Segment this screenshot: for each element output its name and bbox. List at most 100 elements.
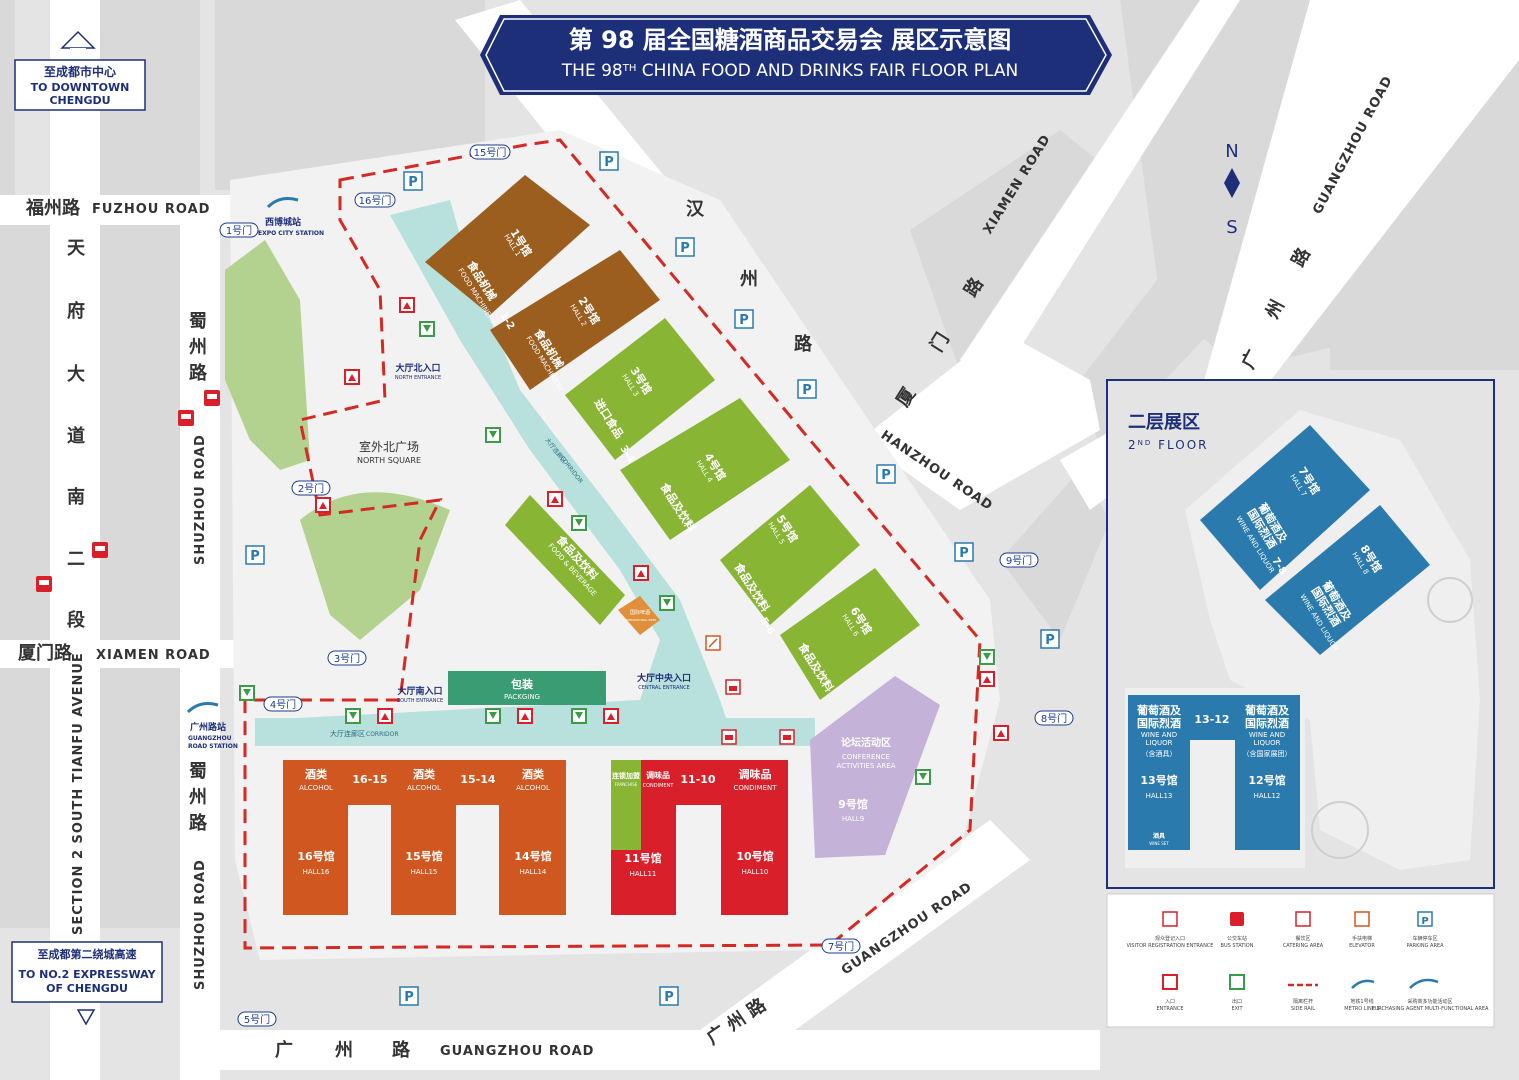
expo-city-station[interactable]: 西博城站 EXPO CITY STATION <box>258 197 324 237</box>
svg-text:观众登记入口: 观众登记入口 <box>1155 935 1185 942</box>
link-15-14[interactable]: 15-14 <box>456 760 499 805</box>
parking-markers: P P P P P P P P P P P <box>245 151 1060 1006</box>
entrance-icon[interactable] <box>344 369 360 385</box>
gate-2[interactable]: 2号门 <box>291 480 331 496</box>
exit-icon[interactable] <box>485 427 501 443</box>
exit-icon[interactable] <box>485 708 501 724</box>
bus-icon[interactable] <box>178 410 194 426</box>
parking-icon[interactable]: P <box>797 379 817 399</box>
entrance-icon[interactable] <box>979 671 995 687</box>
exit-icon[interactable] <box>659 595 675 611</box>
roundabout-outline <box>1427 577 1473 623</box>
hall-15[interactable]: 酒类 ALCOHOL 15号馆 HALL15 <box>391 760 456 915</box>
link-11-10[interactable]: 11-10 <box>676 760 721 805</box>
guangzhou-road-station[interactable]: 广州路站 GUANGZHOU ROAD STATION <box>186 702 238 750</box>
hall-14[interactable]: 酒类 ALCOHOL 14号馆 HALL14 <box>499 760 566 915</box>
hall-8[interactable]: 8号馆 HALL 8 葡萄酒及 国际烈酒 WINE AND LIQUOR <box>1265 505 1430 655</box>
svg-text:CATERING AREA: CATERING AREA <box>1283 943 1324 949</box>
entrance-icon[interactable] <box>993 725 1009 741</box>
entrance-icon[interactable] <box>315 497 331 513</box>
svg-text:府: 府 <box>67 300 85 322</box>
exit-icon[interactable] <box>419 321 435 337</box>
entrance-icon[interactable] <box>633 565 649 581</box>
parking-icon[interactable]: P <box>245 545 265 565</box>
exit-icon[interactable] <box>239 685 255 701</box>
exit-icon[interactable] <box>571 515 587 531</box>
svg-text:P: P <box>881 468 891 483</box>
svg-text:汉: 汉 <box>686 199 705 220</box>
svg-text:PURCHASING AGENT MULTI-FUNCTIO: PURCHASING AGENT MULTI-FUNCTIONAL AREA <box>1372 1006 1489 1012</box>
gate-9[interactable]: 9号门 <box>999 552 1039 568</box>
svg-text:13-12: 13-12 <box>1194 713 1229 726</box>
hall-6[interactable]: 6号馆 HALL 6 食品及饮料 <box>780 568 920 700</box>
parking-icon[interactable]: P <box>399 986 419 1006</box>
hall-11[interactable]: 调味品 CONDIMENT 11号馆 HALL11 <box>611 760 676 915</box>
second-floor-title-en: 2ND FLOOR <box>1128 438 1208 452</box>
parking-icon[interactable]: P <box>954 542 974 562</box>
exit-icon[interactable] <box>345 708 361 724</box>
second-floor-title-zh: 二层展区 <box>1128 412 1200 433</box>
entrance-icon[interactable] <box>517 708 533 724</box>
elevator-icon <box>1354 911 1370 927</box>
svg-text:15号馆: 15号馆 <box>405 849 442 863</box>
gate-7[interactable]: 7号门 <box>821 938 861 954</box>
gate-1[interactable]: 1号门 <box>219 222 259 238</box>
expressway-zh: 至成都第二绕城高速 <box>38 947 137 961</box>
catering-icon <box>1295 911 1311 927</box>
hall-2[interactable]: 2号馆 HALL 2 食品机械 FOOD MACHINERY <box>490 250 660 394</box>
parking-icon[interactable]: P <box>599 151 619 171</box>
svg-text:地铁1号线: 地铁1号线 <box>1350 998 1373 1005</box>
parking-icon[interactable]: P <box>675 237 695 257</box>
hall-12[interactable]: 葡萄酒及 国际烈酒 WINE AND LIQUOR （含国家展团） 12号馆 H… <box>1235 695 1300 850</box>
hall-4[interactable]: 4号馆 HALL 4 食品及饮料 <box>620 398 790 540</box>
metro-icon <box>1351 979 1375 989</box>
entrance-icon[interactable] <box>603 708 619 724</box>
svg-text:葡萄酒及: 葡萄酒及 <box>1136 703 1182 717</box>
svg-text:15-14: 15-14 <box>460 773 496 786</box>
catering-icon[interactable] <box>725 679 741 695</box>
exit-icon[interactable] <box>979 649 995 665</box>
svg-text:3号门: 3号门 <box>334 652 360 665</box>
legend-elevator: 手扶电梯 ELEVATOR <box>1349 911 1375 949</box>
svg-text:EXIT: EXIT <box>1231 1006 1243 1012</box>
gate-15[interactable]: 15号门 <box>469 144 511 160</box>
entrance-icon[interactable] <box>399 297 415 313</box>
elevator-icon[interactable] <box>705 635 721 651</box>
gate-3[interactable]: 3号门 <box>327 650 367 666</box>
link-16-15[interactable]: 16-15 <box>348 760 391 805</box>
exit-icon[interactable] <box>915 769 931 785</box>
green-park-south <box>300 492 450 640</box>
bus-icon[interactable] <box>92 542 108 558</box>
hall-13[interactable]: 葡萄酒及 国际烈酒 WINE AND LIQUOR （含酒具） 13号馆 HAL… <box>1128 695 1190 850</box>
svg-text:葡萄酒及: 葡萄酒及 <box>1244 703 1290 717</box>
parking-icon[interactable]: P <box>876 464 896 484</box>
entrance-icon[interactable] <box>377 708 393 724</box>
xiamen-road-en: XIAMEN ROAD <box>96 648 211 663</box>
intl-beer-block[interactable]: 国际啤酒 INTERNATIONAL BEER <box>618 596 660 635</box>
hall-16[interactable]: 酒类 ALCOHOL 16号馆 HALL16 <box>283 760 348 915</box>
central-entrance-en: CENTRAL ENTRANCE <box>638 685 690 691</box>
link-13-12[interactable]: 13-12 <box>1190 695 1235 740</box>
conference-area-hall9[interactable]: 论坛活动区 CONFERENCE ACTIVITIES AREA 9号馆 HAL… <box>810 676 940 858</box>
packaging-area[interactable]: 包装 PACKGING <box>448 671 606 705</box>
hall-3[interactable]: 3号馆 HALL 3 进口食品 <box>565 318 715 460</box>
parking-icon[interactable]: P <box>734 309 754 329</box>
registration-icon[interactable] <box>779 729 795 745</box>
hall-7[interactable]: 7号馆 HALL 7 葡萄酒及 国际烈酒 WINE AND LIQUOR <box>1200 425 1370 590</box>
exit-icon[interactable] <box>571 708 587 724</box>
parking-icon[interactable]: P <box>1040 629 1060 649</box>
compass-south: S <box>1226 217 1237 238</box>
bus-icon[interactable] <box>36 576 52 592</box>
parking-icon[interactable]: P <box>403 171 423 191</box>
hall-10[interactable]: 调味品 CONDIMENT 10号馆 HALL10 <box>721 760 788 915</box>
gate-8[interactable]: 8号门 <box>1034 710 1074 726</box>
franchise-block[interactable]: 连锁加盟 FRANCHISE <box>611 760 641 850</box>
entrance-icon[interactable] <box>547 491 563 507</box>
gate-4[interactable]: 4号门 <box>263 696 303 712</box>
gate-16[interactable]: 16号门 <box>354 192 396 208</box>
registration-icon[interactable] <box>721 729 737 745</box>
gate-5[interactable]: 5号门 <box>237 1011 277 1027</box>
parking-icon[interactable]: P <box>659 986 679 1006</box>
bus-icon[interactable] <box>204 390 220 406</box>
svg-text:HALL10: HALL10 <box>742 868 769 876</box>
